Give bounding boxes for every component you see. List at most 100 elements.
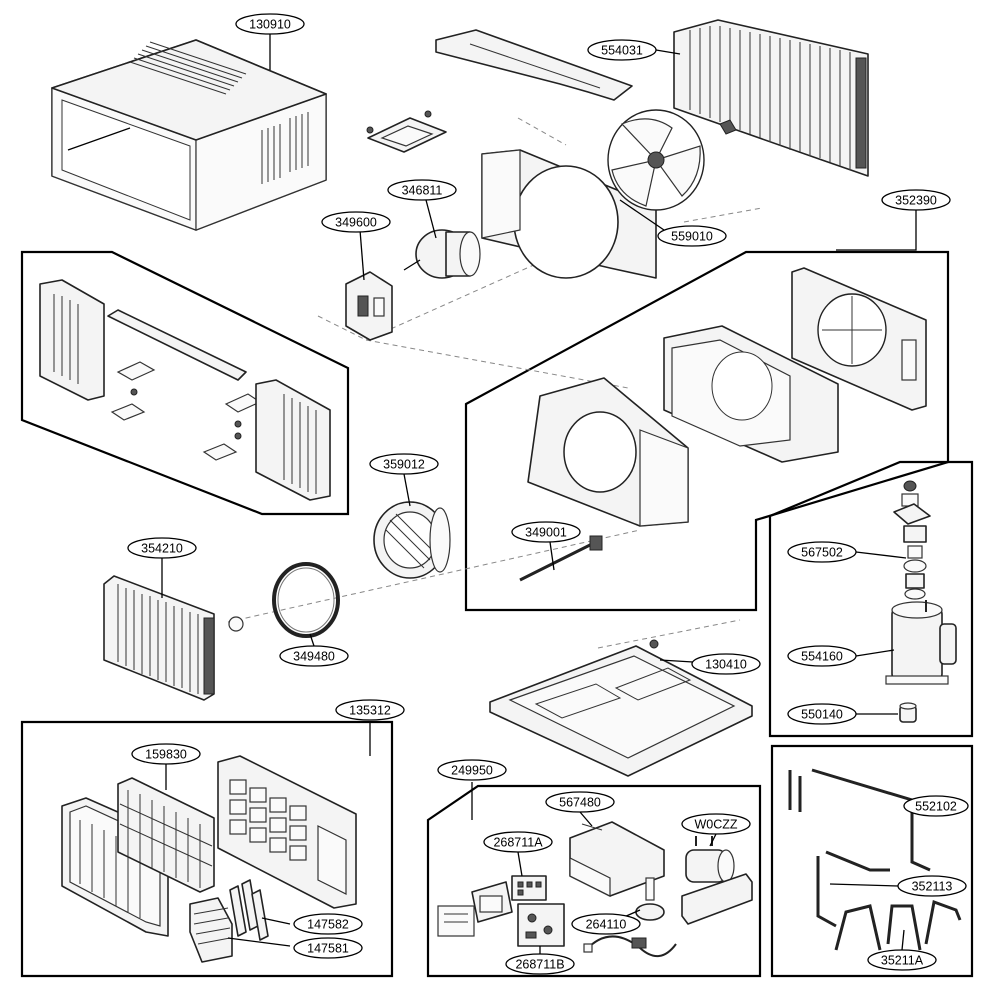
base-pan	[489, 639, 753, 777]
compressor	[885, 600, 957, 685]
side-curtain-right	[255, 379, 331, 501]
callout-label: 268711B	[515, 958, 564, 972]
main-pcb	[517, 903, 565, 947]
front-grille-group-box	[20, 720, 394, 978]
compressor-fittings	[893, 480, 931, 600]
motor-bracket	[345, 271, 393, 341]
callout-147582: 147582	[293, 913, 363, 935]
callout-35211A: 35211A	[867, 949, 937, 971]
wire-harness	[583, 935, 677, 957]
evaporator-coil	[103, 575, 215, 701]
front-louver-door	[189, 897, 233, 963]
callout-349480: 349480	[279, 645, 349, 667]
callout-label: 567480	[559, 796, 601, 810]
callout-label: 264110	[586, 918, 627, 932]
callout-label: 359012	[383, 458, 425, 472]
callout-352390: 352390	[881, 189, 951, 211]
callout-label: 349480	[293, 650, 335, 664]
curtain-rail	[107, 309, 247, 381]
callout-349600: 349600	[321, 211, 391, 233]
callout-554031: 554031	[587, 39, 657, 61]
callout-label: 130410	[705, 658, 747, 672]
callout-352113: 352113	[897, 875, 967, 897]
callout-268711A: 268711A	[483, 831, 553, 853]
callout-559010: 559010	[657, 225, 727, 247]
callout-label: 268711A	[493, 836, 543, 850]
compressor-group-box	[768, 460, 974, 738]
side-curtain-left	[39, 279, 105, 401]
callout-249950: 249950	[437, 759, 507, 781]
callout-349001: 349001	[511, 521, 581, 543]
callout-label: 554160	[801, 650, 843, 664]
callout-264110: 264110	[571, 913, 641, 935]
callout-354210: 354210	[127, 537, 197, 559]
callout-567502: 567502	[787, 541, 857, 563]
evaporator-duct-housing	[663, 325, 839, 463]
curtain-hardware	[110, 361, 262, 461]
control-box	[569, 821, 665, 897]
callout-label: 147582	[307, 918, 349, 932]
capacitor	[685, 836, 735, 883]
callout-label: 130910	[249, 18, 291, 32]
thermistor-rod	[519, 535, 603, 582]
callout-label: 559010	[671, 230, 713, 244]
callout-label: 550140	[801, 708, 843, 722]
callout-label: 159830	[145, 748, 187, 762]
callout-W0CZZ: W0CZZ	[681, 813, 751, 835]
callout-label: 567502	[801, 546, 843, 560]
callout-130410: 130410	[691, 653, 761, 675]
front-panel-frame	[217, 755, 357, 909]
suction-pipe	[834, 899, 962, 951]
callout-label: 349001	[525, 526, 567, 540]
control-panel-board	[471, 881, 513, 923]
callout-554160: 554160	[787, 645, 857, 667]
callout-268711B: 268711B	[505, 953, 575, 975]
control-bracket	[681, 873, 753, 925]
compressor-grommet	[899, 702, 917, 723]
stepping-motor	[635, 877, 665, 921]
condenser-fan-blade	[607, 109, 737, 211]
callout-label: 346811	[402, 184, 443, 198]
nameplate-label	[437, 905, 475, 937]
top-mounting-bracket	[435, 29, 633, 101]
air-filter	[117, 777, 215, 893]
group-outlines	[20, 250, 974, 978]
louver-set	[229, 879, 269, 941]
callout-359012: 359012	[369, 453, 439, 475]
callout-label: 249950	[451, 764, 493, 778]
callout-label: 35211A	[881, 954, 924, 968]
callout-label: 354210	[141, 542, 183, 556]
discharge-pipe	[788, 768, 931, 872]
callout-567480: 567480	[545, 791, 615, 813]
callout-550140: 550140	[787, 703, 857, 725]
callout-147581: 147581	[293, 937, 363, 959]
callout-135312: 135312	[335, 699, 405, 721]
callout-label: 352390	[895, 194, 937, 208]
capillary-tube	[816, 850, 890, 928]
base-pan-group-box	[464, 250, 950, 612]
callout-label: 352113	[912, 880, 953, 894]
side-curtain-group-box	[20, 250, 350, 516]
blower-scroll-housing	[527, 377, 689, 527]
callout-label: 554031	[601, 44, 643, 58]
display-pcb	[511, 875, 547, 901]
callout-label: 147581	[307, 942, 349, 956]
callout-label: 349600	[335, 216, 377, 230]
partition-panel	[791, 267, 927, 411]
callout-label: W0CZZ	[694, 818, 737, 832]
cabinet-shell	[51, 39, 327, 231]
callout-159830: 159830	[131, 743, 201, 765]
callout-552102: 552102	[903, 795, 969, 817]
callout-label: 135312	[349, 704, 391, 718]
callout-130910: 130910	[235, 13, 305, 35]
control-box-group-box	[426, 784, 762, 978]
blower-wheel	[373, 501, 451, 579]
condenser-coil	[673, 19, 869, 177]
callout-346811: 346811	[387, 179, 457, 201]
callout-label: 552102	[915, 800, 957, 814]
piping-group-box	[770, 744, 974, 978]
fan-motor	[403, 229, 481, 279]
orifice-ring	[228, 562, 340, 638]
motor-mount-plate	[366, 110, 447, 153]
